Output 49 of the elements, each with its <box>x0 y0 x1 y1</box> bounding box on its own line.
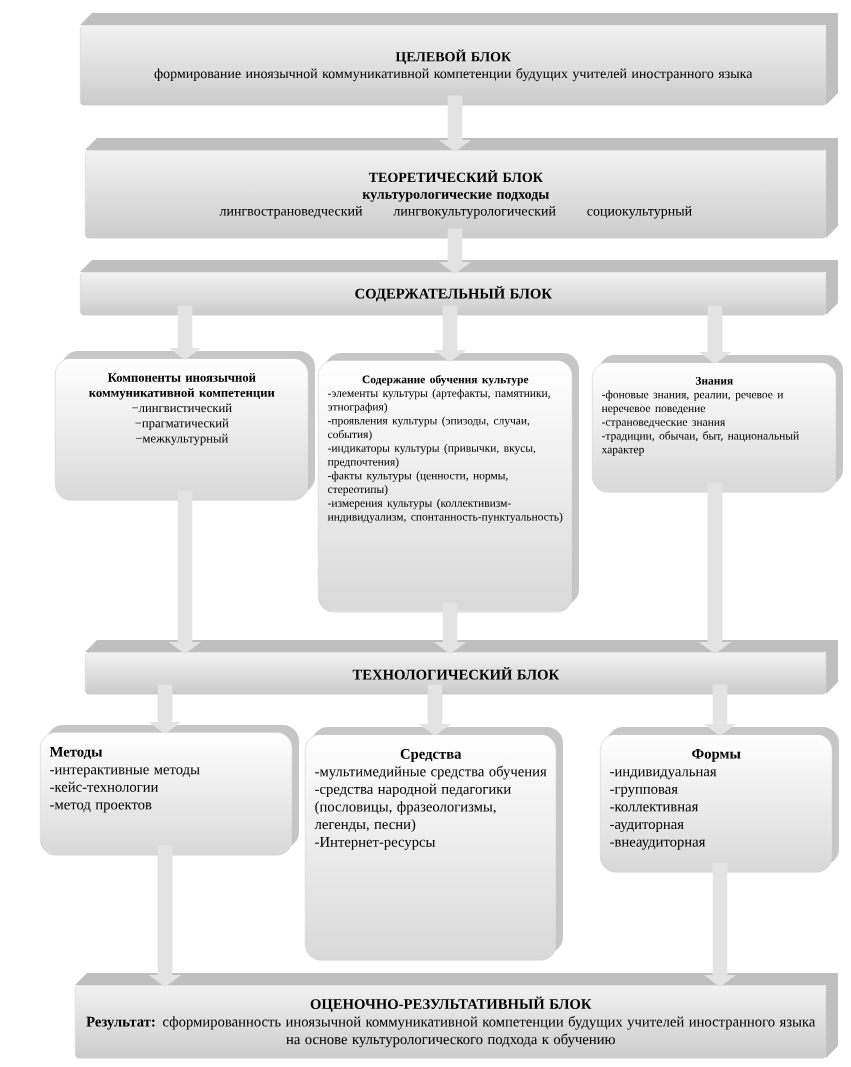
content-card <box>592 362 837 493</box>
approach-label: лингвострановедческий <box>219 205 363 219</box>
block-bar <box>85 652 827 695</box>
card-title: Содержание обучения культуре <box>362 374 529 386</box>
list-item: -проявления культуры (эпизоды, случаи, события) <box>328 416 530 441</box>
list-item: -традиции, обычаи, быт, национальный характер <box>601 431 799 456</box>
list-item: -индикаторы культуры (привычки, вкусы, предпочтения) <box>327 443 536 468</box>
list-item: -индивидуальная <box>610 769 717 780</box>
list-item: -внеаудиторная <box>610 839 706 850</box>
approach-label: лингвокультурологический <box>393 205 556 219</box>
list-item: -фоновые знания, реалии, речевое и неречевое поведение <box>601 390 784 415</box>
approach-label: социокультурный <box>587 205 692 219</box>
list-item: −прагматический <box>135 418 229 430</box>
list-item: -страноведческие знания <box>602 420 726 429</box>
block-title: культурологические подходы <box>362 192 549 202</box>
list-item: -интерактивные методы <box>50 767 200 778</box>
list-item: -кейс-технологии <box>50 781 159 792</box>
list-item: -метод проектов <box>50 802 152 813</box>
block-text: Результат: сформированность иноязычной коммуникативной компетенции будущих учителей иностранного языка на основе культурологического подхода к обучению <box>86 1015 816 1048</box>
block-bar <box>80 272 827 316</box>
block-title: ТЕХНОЛОГИЧЕСКИЙ БЛОК <box>352 666 559 680</box>
block-title: СОДЕРЖАТЕЛЬНЫЙ БЛОК <box>355 285 552 302</box>
list-item: -мультимедийные средства обучения <box>315 765 547 780</box>
list-item: −лингвистический <box>132 403 232 413</box>
card-title: Компоненты иноязычной коммуникативной компетенции <box>89 372 275 400</box>
content-card <box>600 734 833 873</box>
content-card <box>318 360 573 613</box>
list-item: -Интернет-ресурсы <box>315 837 436 850</box>
list-item: -средства народной педагогики (пословицы, фразеологизмы, легенды, песни) <box>314 783 511 833</box>
card-title: Знания <box>695 376 733 385</box>
block-title: ОЦЕНОЧНО-РЕЗУЛЬТАТИВНЫЙ БЛОК <box>310 996 592 1012</box>
list-item: −межкультурный <box>135 433 228 446</box>
list-item: -измерения культуры (коллективизм-индивидуализм, спонтанность-пунктуальность) <box>327 498 563 523</box>
list-item: -групповая <box>610 786 678 797</box>
content-card <box>55 358 309 501</box>
content-card <box>40 732 293 856</box>
block-title: ТЕОРЕТИЧЕСКИЙ БЛОК <box>368 170 543 183</box>
card-title: Формы <box>692 748 741 762</box>
card-title: Средства <box>400 748 462 762</box>
list-item: -элементы культуры (артефакты, памятники, этнография) <box>328 388 550 414</box>
block-bar <box>80 25 827 106</box>
list-item: -аудиторная <box>610 822 684 833</box>
block-title: ЦЕЛЕВОЙ БЛОК <box>395 49 511 65</box>
card-title: Методы <box>49 746 103 760</box>
list-item: -коллективная <box>610 804 699 812</box>
list-item: -факты культуры (ценности, нормы, стереотипы) <box>328 471 508 496</box>
block-bar <box>75 985 827 1059</box>
block-text: формирование иноязычной коммуникативной компетенции будущих учителей иностранного языка <box>154 68 753 82</box>
content-card <box>305 734 557 961</box>
